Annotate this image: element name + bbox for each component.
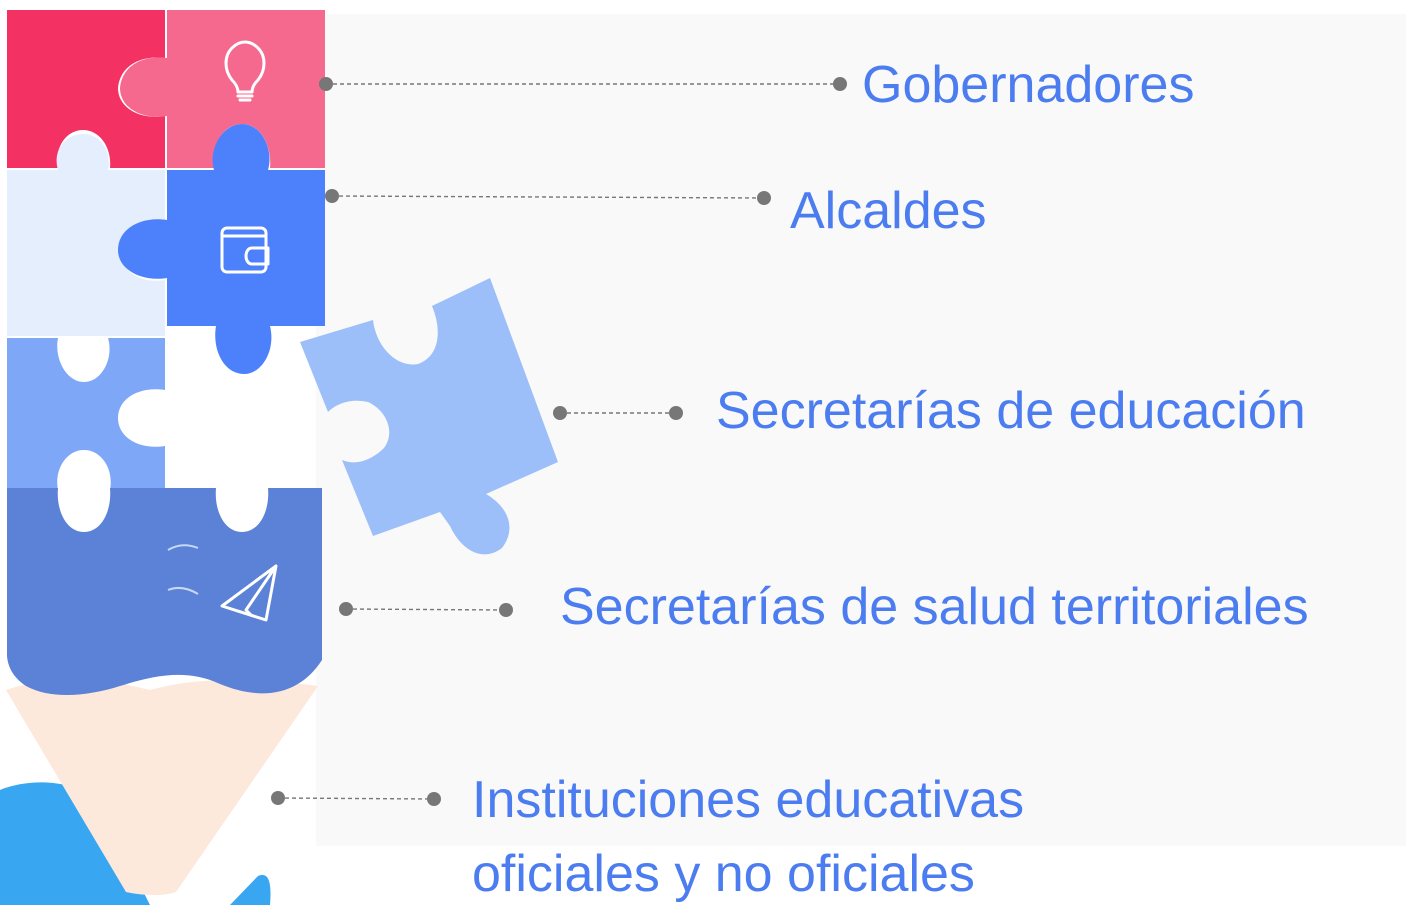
connector-dot	[499, 603, 513, 617]
pencil-tip	[0, 782, 271, 905]
label-gobernadores: Gobernadores	[862, 56, 1195, 114]
puzzle-piece-red	[7, 10, 165, 168]
label-instituciones-line-1: Instituciones educativas	[472, 771, 1025, 829]
label-instituciones: Instituciones educativas oficiales y no …	[472, 763, 1024, 911]
puzzle-piece-light	[7, 134, 165, 336]
puzzle-piece-loose	[300, 278, 558, 555]
connector-dot	[427, 792, 441, 806]
connector-dot	[339, 602, 353, 616]
connector-dot	[757, 191, 771, 205]
wallet-icon	[220, 226, 270, 274]
label-secretarias-educacion: Secretarías de educación	[716, 382, 1306, 440]
puzzle-piece-pink	[120, 10, 325, 168]
connector-dot	[553, 406, 567, 420]
label-secretarias-salud: Secretarías de salud territoriales	[560, 578, 1309, 636]
connector-dot	[271, 791, 285, 805]
label-instituciones-line-2: oficiales y no oficiales	[472, 845, 975, 903]
connectors	[277, 83, 840, 800]
connector-dots	[271, 77, 847, 806]
connector-dot	[669, 406, 683, 420]
label-alcaldes: Alcaldes	[790, 182, 987, 240]
puzzle-piece-navy	[7, 488, 322, 696]
pencil-wood	[6, 679, 318, 895]
paper-plane-icon	[220, 564, 278, 622]
connector-dot	[833, 77, 847, 91]
connector-dot	[319, 77, 333, 91]
connector-dot	[325, 189, 339, 203]
lightbulb-icon	[224, 40, 266, 102]
puzzle-piece-mid	[7, 338, 165, 490]
